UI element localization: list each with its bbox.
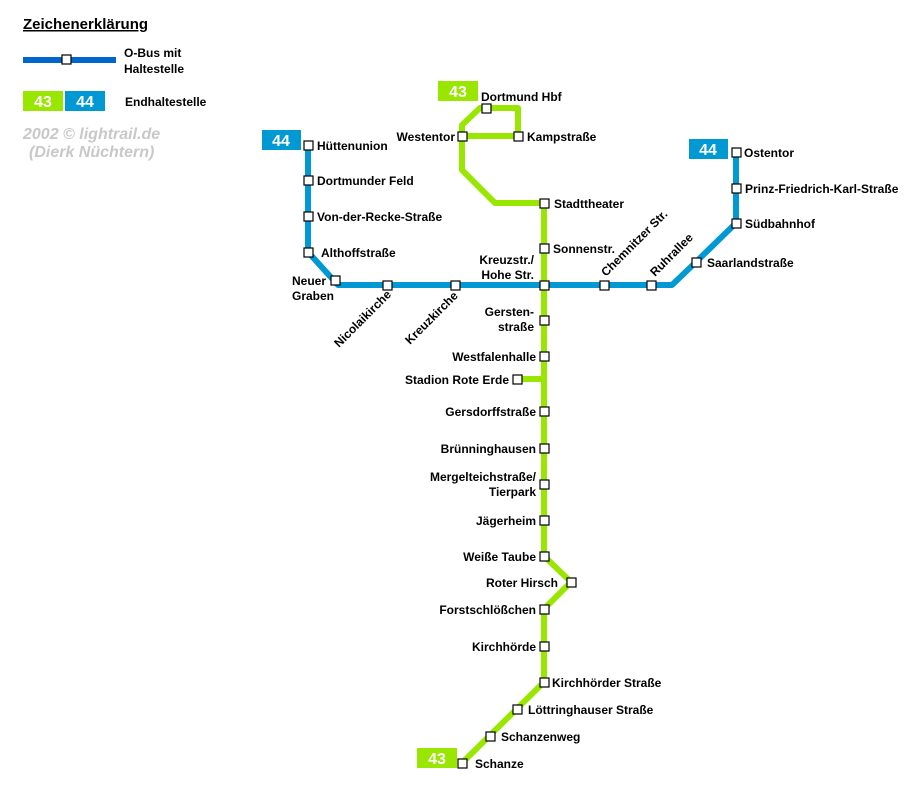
stop-marker[interactable] (303, 140, 314, 151)
stop-label[interactable]: Gersdorffstraße (445, 405, 536, 419)
legend-bus-label: O-Bus mit (124, 46, 181, 60)
stop-label[interactable]: Stadion Rote Erde (405, 373, 509, 387)
legend-badge-44-text: 44 (76, 94, 94, 111)
terminus-badge-44-west (262, 130, 301, 150)
credit-line-1: 2002 © lightrail.de (22, 126, 160, 143)
terminus-badge-text: 43 (449, 84, 467, 101)
stop-marker[interactable] (539, 351, 550, 362)
stop-label[interactable]: Kreuzstr./ (479, 253, 534, 267)
stop-marker[interactable] (566, 577, 577, 588)
legend-stop-icon (61, 54, 72, 65)
stop-marker[interactable] (539, 641, 550, 652)
stop-label[interactable]: Löttringhauser Straße (528, 703, 654, 717)
stop-marker[interactable] (457, 131, 468, 142)
stop-label[interactable]: Nicolaikirche (331, 287, 394, 350)
stop-marker[interactable] (539, 443, 550, 454)
stop-label[interactable]: straße (498, 320, 534, 334)
stop-marker[interactable] (539, 677, 550, 688)
legend-badge-43 (23, 91, 63, 111)
stop-label[interactable]: Dortmund Hbf (481, 90, 563, 104)
legend-title: Zeichenerklärung (23, 16, 148, 33)
terminus-badge-text: 44 (699, 142, 717, 159)
stop-marker-interchange[interactable] (539, 280, 550, 291)
stop-marker[interactable] (330, 275, 341, 286)
stop-marker[interactable] (539, 198, 550, 209)
stop-label[interactable]: Neuer (292, 274, 326, 288)
stop-label[interactable]: Kreuzkirche (402, 288, 461, 347)
stop-label[interactable]: Graben (292, 289, 334, 303)
stop-marker[interactable] (457, 758, 468, 769)
stop-label[interactable]: Jägerheim (476, 514, 536, 528)
credit-line-2: (Dierk Nüchtern) (29, 144, 154, 161)
stop-marker[interactable] (512, 374, 523, 385)
stop-label[interactable]: Tierpark (489, 485, 536, 499)
stop-label[interactable]: Ostentor (744, 146, 794, 160)
stop-label[interactable]: Kampstraße (527, 130, 597, 144)
stop-marker[interactable] (512, 704, 523, 715)
stop-marker[interactable] (303, 175, 314, 186)
legend-bus-label-2: Haltestelle (124, 62, 184, 76)
stop-label[interactable]: Schanze (475, 757, 524, 771)
stop-marker[interactable] (539, 243, 550, 254)
stop-marker[interactable] (539, 479, 550, 490)
stop-label[interactable]: Roter Hirsch (486, 576, 558, 590)
stop-marker[interactable] (382, 280, 393, 291)
stop-marker[interactable] (450, 280, 461, 291)
legend-badge-44 (65, 91, 105, 111)
stop-label[interactable]: Südbahnhof (745, 217, 816, 231)
stop-marker[interactable] (481, 103, 492, 114)
terminus-badge-text: 44 (272, 133, 290, 150)
stop-label[interactable]: Westentor (397, 130, 456, 144)
stop-label[interactable]: Hüttenunion (317, 139, 388, 153)
stop-label[interactable]: Hohe Str. (481, 268, 534, 282)
line-43-loop (459, 105, 521, 139)
stop-label[interactable]: Prinz-Friedrich-Karl-Straße (745, 182, 899, 196)
stop-marker[interactable] (731, 147, 742, 158)
stop-label[interactable]: Sonnenstr. (553, 242, 615, 256)
stop-label[interactable]: Kirchhörde (472, 640, 536, 654)
terminus-badge-44-east (689, 139, 728, 159)
terminus-badge-text: 43 (428, 751, 446, 768)
stop-marker[interactable] (691, 257, 702, 268)
line-43-stops: Dortmund Hbf Westentor Kampstraße Stadtt… (397, 90, 662, 771)
legend-badge-43-text: 43 (34, 94, 52, 111)
stop-marker[interactable] (599, 280, 610, 291)
stop-marker[interactable] (485, 731, 496, 742)
stop-label[interactable]: Schanzenweg (501, 730, 580, 744)
stop-marker[interactable] (539, 315, 550, 326)
stop-label[interactable]: Gersten- (485, 305, 534, 319)
stop-marker[interactable] (539, 551, 550, 562)
stop-marker[interactable] (539, 406, 550, 417)
stop-label[interactable]: Forstschlößchen (439, 603, 536, 617)
stop-label[interactable]: Brünninghausen (441, 442, 536, 456)
stop-marker[interactable] (539, 515, 550, 526)
stop-label[interactable]: Saarlandstraße (707, 256, 794, 270)
stop-label[interactable]: Westfalenhalle (452, 350, 536, 364)
stop-label[interactable]: Althoffstraße (321, 246, 396, 260)
terminus-badge-43-south (417, 748, 457, 768)
stop-marker[interactable] (303, 211, 314, 222)
legend-terminus-label: Endhaltestelle (125, 95, 207, 109)
stop-marker[interactable] (646, 280, 657, 291)
stop-marker[interactable] (303, 247, 314, 258)
stop-label[interactable]: Kirchhörder Straße (552, 676, 662, 690)
stop-label[interactable]: Mergelteichstraße/ (430, 470, 537, 484)
stop-label[interactable]: Weiße Taube (463, 550, 536, 564)
stop-label[interactable]: Von-der-Recke-Straße (317, 210, 442, 224)
stop-label[interactable]: Stadttheater (554, 197, 624, 211)
terminus-badge-43-north (438, 81, 478, 101)
stop-marker[interactable] (731, 183, 742, 194)
stop-marker[interactable] (539, 604, 550, 615)
stop-marker[interactable] (513, 131, 524, 142)
stop-label[interactable]: Dortmunder Feld (317, 174, 414, 188)
stop-marker[interactable] (731, 218, 742, 229)
